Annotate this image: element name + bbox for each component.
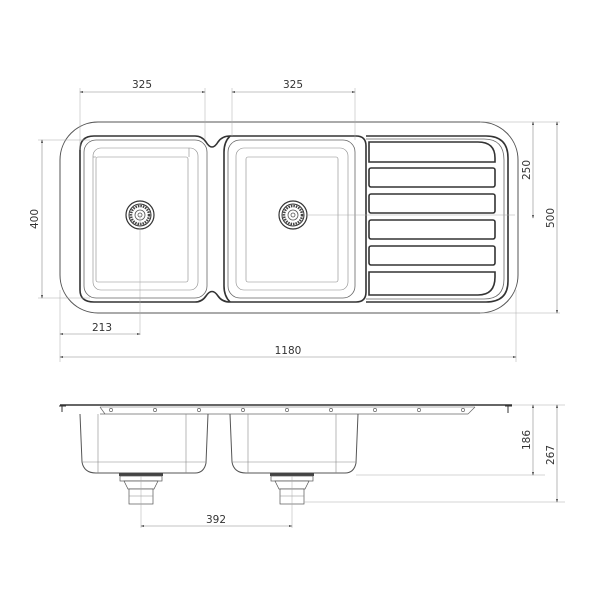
dim-bowl-plan-depth: 400 [29,139,43,299]
bowl-left [79,135,231,303]
plan-view: 325 325 400 213 1180 250 500 [29,79,560,362]
dim-overall-height: 267 [545,404,558,503]
dim-waste-centres: 392 [140,514,293,527]
waste-fitting-left [119,473,163,528]
sink-outer-rim [59,121,519,314]
dim-label-overall-length: 1180 [275,345,302,357]
bowl-left-section [79,413,209,474]
strainer-right [278,200,308,230]
dim-label-overall-height: 267 [545,445,557,465]
bowl-right [223,135,367,303]
waste-fitting-right [270,473,314,528]
dim-bowl2-width: 325 [231,79,356,93]
dim-bowl1-width: 325 [79,79,206,93]
dim-label-bowl2-width: 325 [283,79,303,91]
dim-drainer-centre: 250 [521,121,534,219]
drainer-grooves [368,141,496,296]
dim-waste-offset: 213 [59,322,141,335]
sink-flange [59,404,512,415]
bowl-right-section [229,413,359,474]
dim-overall-width: 500 [545,121,558,314]
dim-label-bowl-plan-depth: 400 [29,209,41,229]
dim-bowl-depth: 186 [521,404,534,476]
dim-label-drainer-centre: 250 [521,160,533,180]
drainer-board [366,135,509,303]
dim-label-bowl-depth: 186 [521,430,533,450]
dim-label-bowl1-width: 325 [132,79,152,91]
dim-overall-length: 1180 [59,345,517,358]
dim-label-waste-offset: 213 [92,322,112,334]
dim-label-waste-centres: 392 [206,514,226,526]
section-view: 186 267 392 [59,404,565,528]
dim-label-overall-width: 500 [545,208,557,228]
flange-rivets [109,408,465,412]
